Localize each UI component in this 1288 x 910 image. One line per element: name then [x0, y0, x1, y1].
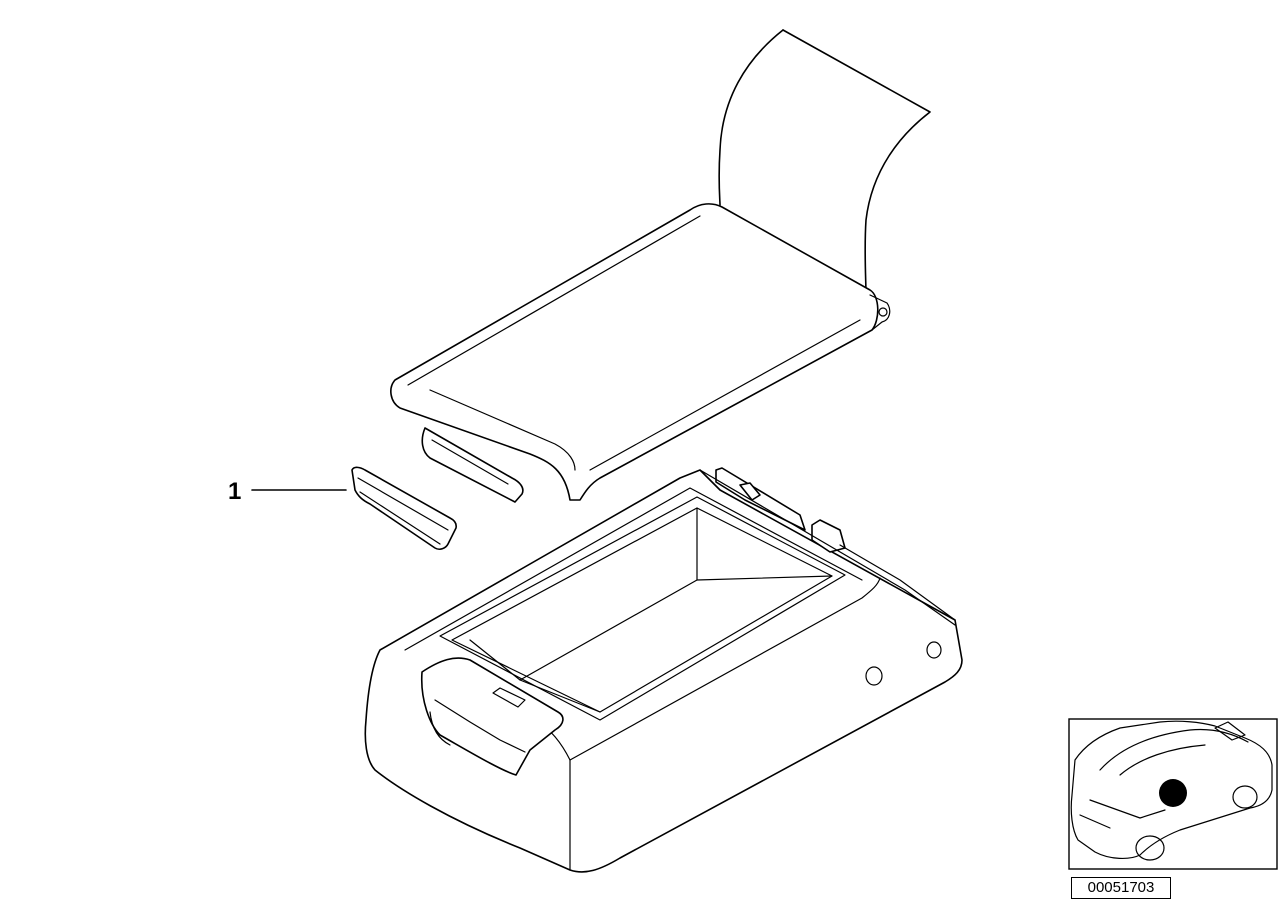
reference-number-box: 00051703	[1071, 877, 1171, 899]
part-1-insert	[351, 466, 457, 551]
location-marker-icon	[1159, 779, 1187, 807]
callout-1: 1	[228, 478, 347, 505]
reference-number: 00051703	[1087, 879, 1155, 896]
car-locator-icon	[1068, 718, 1278, 870]
armrest-lid	[390, 29, 931, 503]
console-body	[364, 467, 963, 873]
callout-label: 1	[228, 478, 241, 505]
